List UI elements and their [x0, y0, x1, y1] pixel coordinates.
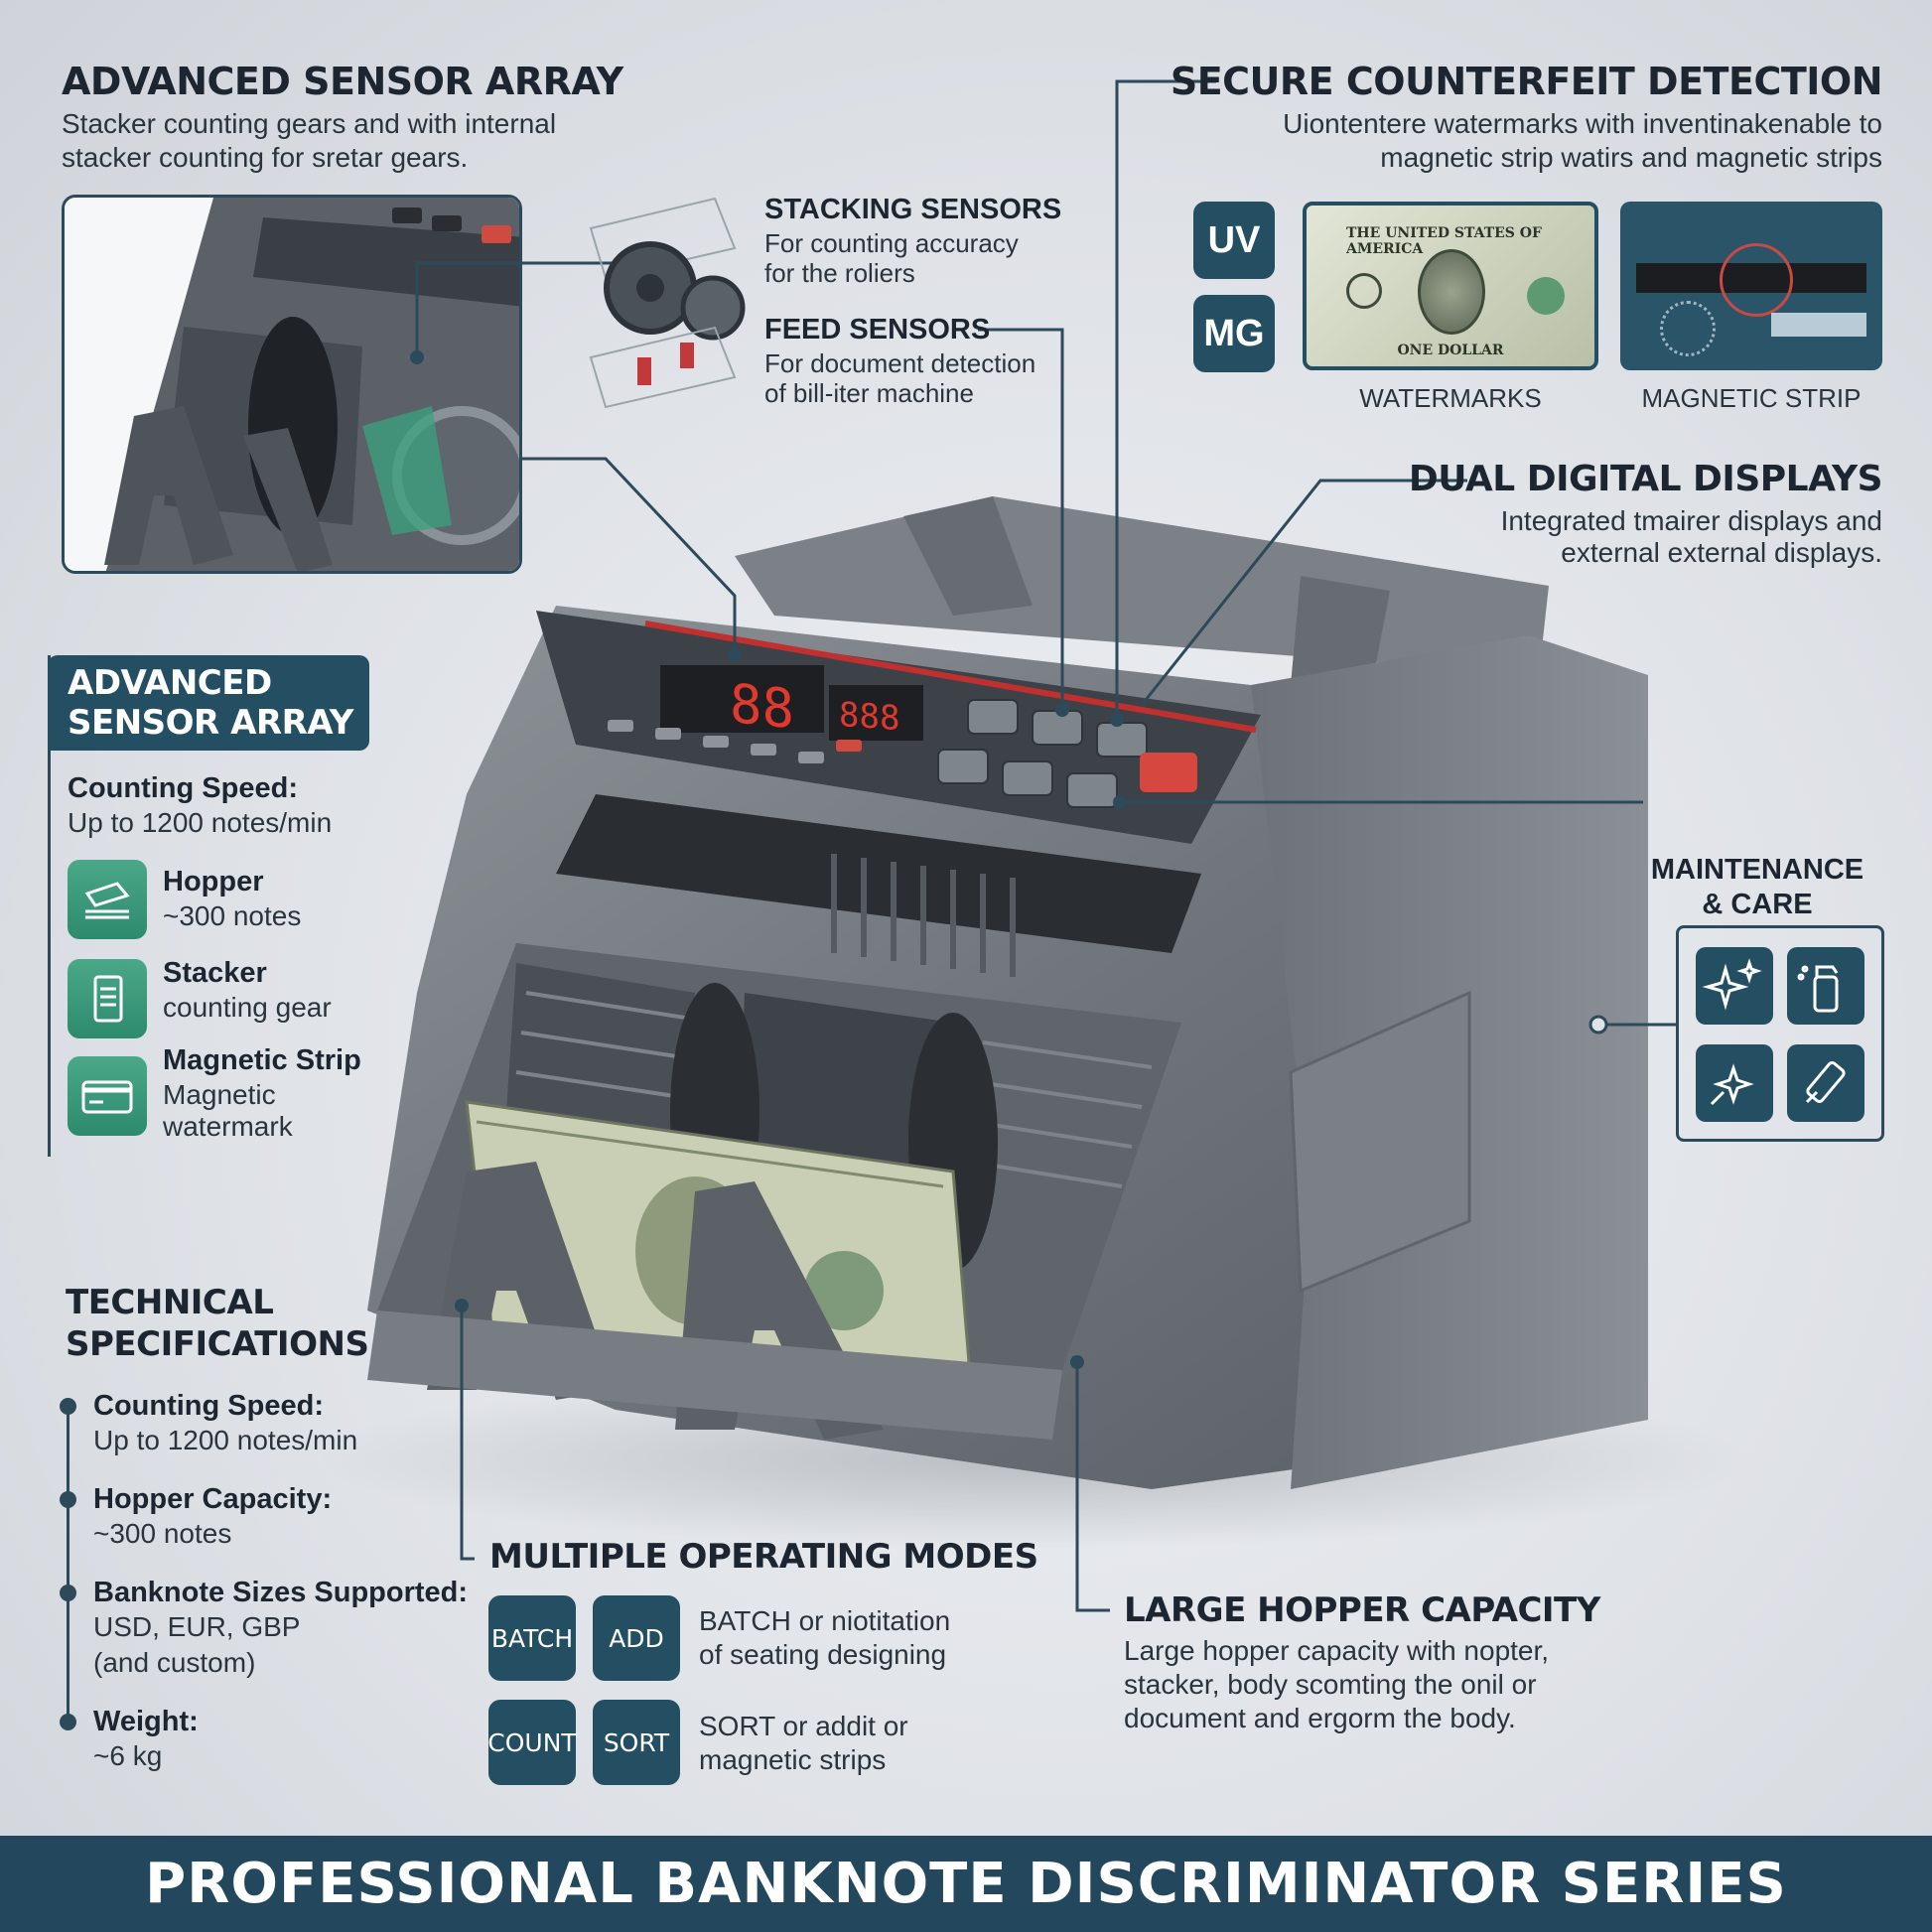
- sort-mode-button[interactable]: SORT: [593, 1700, 680, 1785]
- mg-badge: MG: [1193, 295, 1275, 372]
- magnetic-card-icon: [68, 1056, 147, 1136]
- sensor-array-panel-title-2: SENSOR ARRAY: [68, 703, 353, 743]
- magnetic-strip-image: [1620, 202, 1882, 370]
- spec-dot: [60, 1714, 76, 1730]
- hopper-item-title: Hopper: [163, 866, 264, 897]
- displays-title: DUAL DIGITAL DISPLAYS: [1408, 459, 1883, 499]
- spec-hopper-label: Hopper Capacity:: [93, 1483, 333, 1515]
- modes-desc-a-1: BATCH or niotitation: [699, 1605, 951, 1636]
- counterfeit-desc-1: Uiontentere watermarks with inventinaken…: [1283, 108, 1882, 139]
- watermarks-label: WATERMARKS: [1359, 383, 1542, 413]
- feed-sensors-desc-2: of bill-iter machine: [764, 378, 974, 408]
- hopper-item-desc: ~300 notes: [163, 900, 302, 931]
- maintenance-title-1: MAINTENANCE: [1650, 854, 1864, 886]
- bill-portrait: [1418, 249, 1485, 335]
- add-mode-button[interactable]: ADD: [593, 1595, 680, 1681]
- counterfeit-title: SECURE COUNTERFEIT DETECTION: [1170, 60, 1883, 103]
- sensor-array-desc-1: Stacker counting gears and with internal: [62, 108, 557, 139]
- spec-speed-label: Counting Speed:: [93, 1390, 324, 1422]
- bill-seal-green: [1527, 277, 1565, 315]
- tech-specs-title-1: TECHNICAL: [66, 1283, 274, 1322]
- bill-seal: [1346, 273, 1382, 309]
- hopper-desc-2: stacker, body scomting the onil or: [1124, 1669, 1537, 1700]
- sensor-array-panel-header: ADVANCED SENSOR ARRAY: [48, 655, 369, 751]
- fingerprint-icon: [1660, 301, 1716, 356]
- stacker-item-title: Stacker: [163, 957, 267, 989]
- batch-mode-button[interactable]: BATCH: [488, 1595, 576, 1681]
- modes-title: MULTIPLE OPERATING MODES: [489, 1537, 1038, 1577]
- hopper-icon: [68, 860, 147, 939]
- bill-top-text: THE UNITED STATES OF AMERICA: [1346, 225, 1542, 257]
- gear-diagram: [589, 197, 746, 409]
- card-light-panel: [1771, 313, 1866, 337]
- tech-specs-title-2: SPECIFICATIONS: [66, 1324, 369, 1364]
- sensor-array-title: ADVANCED SENSOR ARRAY: [62, 60, 623, 103]
- uv-label: UV: [1207, 218, 1261, 261]
- spec-weight-label: Weight:: [93, 1706, 199, 1737]
- dollar-bill-image: THE UNITED STATES OF AMERICA ONE DOLLAR: [1303, 202, 1598, 370]
- panel-speed-label: Counting Speed:: [68, 772, 298, 804]
- mg-label: MG: [1203, 312, 1265, 354]
- magnetic-item-desc-1: Magnetic: [163, 1079, 276, 1110]
- hopper-desc-1: Large hopper capacity with nopter,: [1124, 1635, 1550, 1666]
- stacker-item-desc: counting gear: [163, 992, 332, 1023]
- clean-sparkle-icon: [1696, 1044, 1773, 1122]
- spec-sizes-value-1: USD, EUR, GBP: [93, 1611, 301, 1642]
- machine-main-display: 88: [730, 671, 795, 742]
- machine-sub-display: 888: [839, 694, 900, 740]
- hopper-desc-3: document and ergorm the body.: [1124, 1703, 1516, 1733]
- maintenance-title-2: & CARE: [1702, 889, 1813, 920]
- magnetic-item-title: Magnetic Strip: [163, 1044, 361, 1076]
- stacking-sensors-desc-1: For counting accuracy: [764, 228, 1019, 258]
- displays-desc-1: Integrated tmairer displays and: [1500, 505, 1882, 536]
- panel-speed-value: Up to 1200 notes/min: [68, 807, 333, 838]
- footer-title: PROFESSIONAL BANKNOTE DISCRIMINATOR SERI…: [145, 1852, 1787, 1916]
- modes-desc-b-1: SORT or addit or: [699, 1711, 908, 1741]
- uv-badge: UV: [1193, 202, 1275, 279]
- bill-bottom-text: ONE DOLLAR: [1397, 343, 1504, 358]
- stacker-closeup-inset: [62, 195, 522, 574]
- feed-sensors-desc-1: For document detection: [764, 348, 1036, 378]
- spec-dot: [60, 1398, 76, 1415]
- stacking-sensors-desc-2: for the roliers: [764, 258, 915, 288]
- counterfeit-desc-2: magnetic strip watirs and magnetic strip…: [1380, 142, 1882, 173]
- sensor-array-panel-frame: [48, 655, 56, 1157]
- tech-specs-timeline: [67, 1406, 69, 1727]
- footer-bar: PROFESSIONAL BANKNOTE DISCRIMINATOR SERI…: [0, 1836, 1932, 1932]
- spec-hopper-value: ~300 notes: [93, 1518, 232, 1549]
- maintenance-frame: [1676, 925, 1884, 1142]
- magnetic-item-desc-2: watermark: [163, 1111, 293, 1142]
- spray-bottle-icon: [1787, 947, 1864, 1025]
- modes-desc-b-2: magnetic strips: [699, 1744, 887, 1775]
- count-mode-button[interactable]: COUNT: [487, 1700, 577, 1785]
- sparkle-icon: [1696, 947, 1773, 1025]
- sensor-array-panel-title-1: ADVANCED: [68, 663, 272, 703]
- spec-sizes-value-2: (and custom): [93, 1647, 256, 1678]
- magnetic-strip-label: MAGNETIC STRIP: [1641, 383, 1862, 413]
- stacking-sensors-title: STACKING SENSORS: [764, 194, 1062, 225]
- feed-sensors-title: FEED SENSORS: [764, 314, 991, 345]
- displays-desc-2: external external displays.: [1561, 537, 1882, 568]
- spec-weight-value: ~6 kg: [93, 1740, 163, 1771]
- brush-icon: [1787, 1044, 1864, 1122]
- spec-sizes-label: Banknote Sizes Supported:: [93, 1577, 469, 1608]
- magnetic-strip-highlight: [1720, 243, 1793, 317]
- spec-dot: [60, 1491, 76, 1508]
- sensor-array-desc-2: stacker counting for sretar gears.: [62, 142, 469, 173]
- stacker-icon: [68, 959, 147, 1038]
- hopper-title: LARGE HOPPER CAPACITY: [1124, 1590, 1600, 1630]
- spec-dot: [60, 1585, 76, 1601]
- spec-speed-value: Up to 1200 notes/min: [93, 1425, 358, 1455]
- modes-desc-a-2: of seating designing: [699, 1639, 947, 1670]
